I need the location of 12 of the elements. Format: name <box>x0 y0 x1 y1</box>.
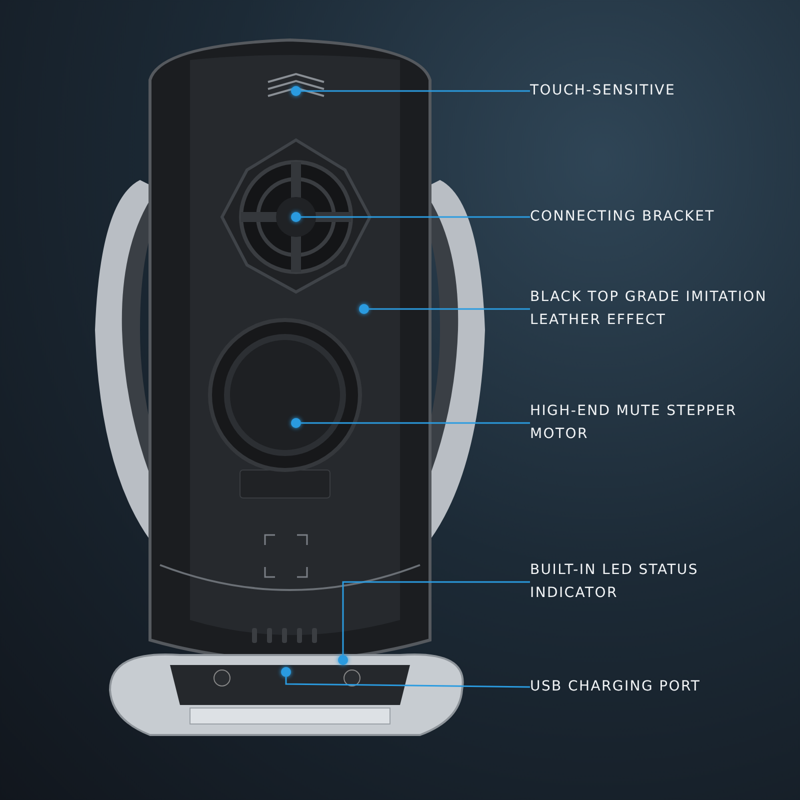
leader-line <box>301 422 530 424</box>
leader-line <box>369 308 530 310</box>
leader-line <box>285 677 530 688</box>
callout-label: HIGH-END MUTE STEPPER MOTOR <box>530 403 737 442</box>
leader-line <box>301 216 530 218</box>
callout-label: CONNECTING BRACKET <box>530 208 715 224</box>
callout-label: TOUCH-SENSITIVE <box>530 82 676 98</box>
leader-line <box>342 581 530 655</box>
leader-line <box>301 90 530 92</box>
callout-label: BLACK TOP GRADE IMITATION LEATHER EFFECT <box>530 289 768 328</box>
callout-label: BUILT-IN LED STATUS INDICATOR <box>530 562 698 601</box>
callout-label: USB CHARGING PORT <box>530 678 701 694</box>
